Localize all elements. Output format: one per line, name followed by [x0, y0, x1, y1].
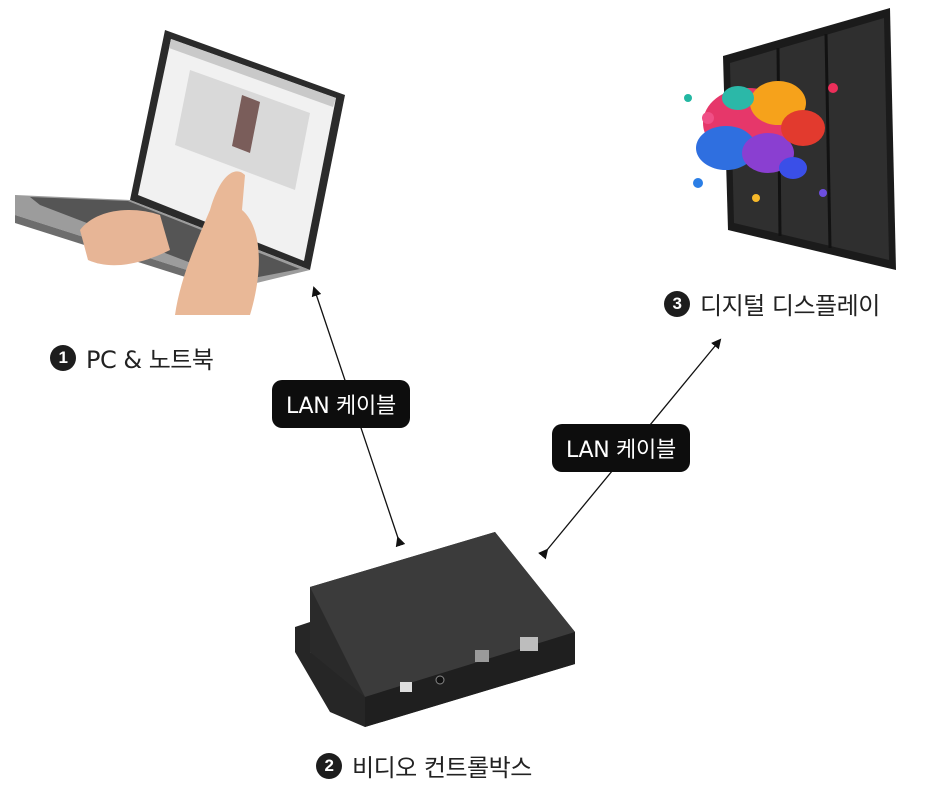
node-label-controller: 비디오 컨트롤박스	[352, 754, 532, 782]
number-badge: 2	[316, 752, 342, 779]
cable-label-display: LAN 케이블	[552, 424, 690, 472]
laptop-illustration	[15, 30, 345, 315]
number-badge: 1	[50, 344, 76, 371]
controller-box-illustration	[295, 532, 575, 727]
number-badge: 3	[664, 290, 690, 317]
node-label-display: 디지털 디스플레이	[700, 292, 880, 320]
display-illustration	[684, 8, 896, 270]
node-controller: 2 비디오 컨트롤박스	[316, 748, 532, 783]
node-pc: 1 PC & 노트북	[50, 340, 214, 375]
cable-label-pc: LAN 케이블	[272, 380, 410, 428]
node-label-pc: PC & 노트북	[86, 346, 214, 374]
node-display: 3 디지털 디스플레이	[664, 286, 880, 321]
